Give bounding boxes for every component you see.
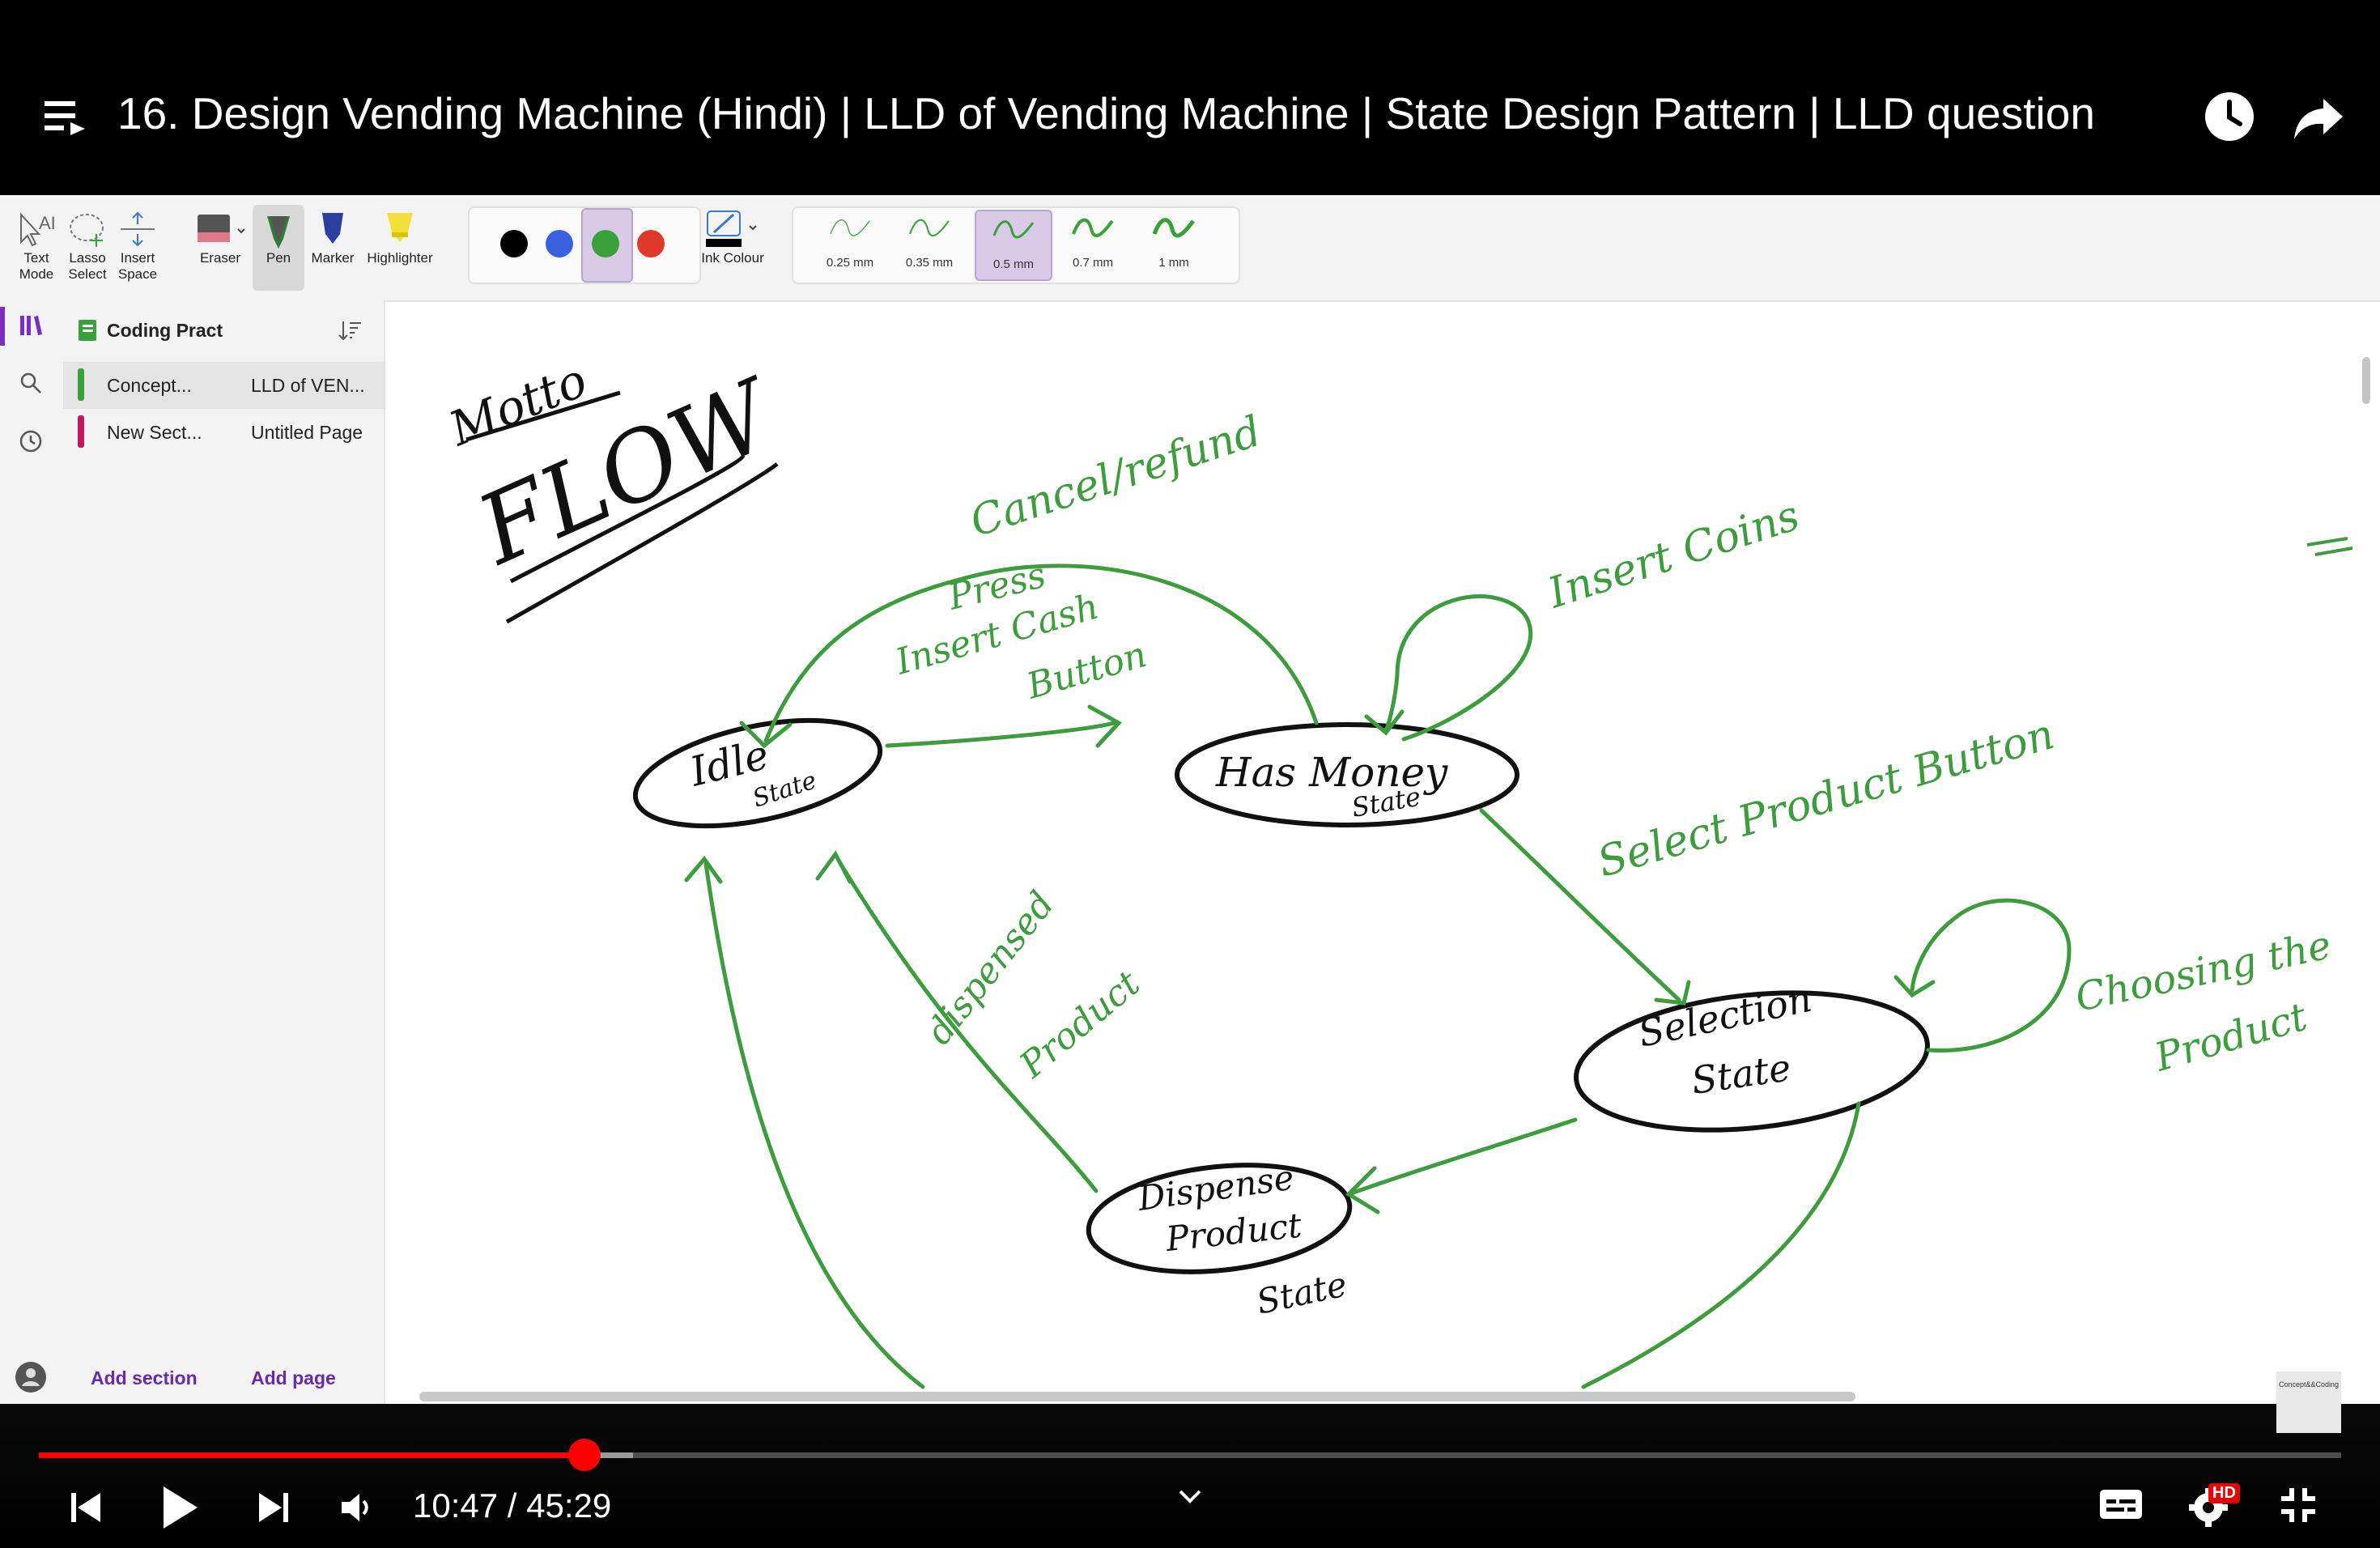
colour-blue[interactable] <box>546 230 573 257</box>
marker-label: Marker <box>311 250 355 266</box>
transition-label: Product <box>2149 994 2313 1081</box>
state-label: Selection <box>1634 976 1815 1056</box>
eraser-label: Eraser <box>199 250 241 266</box>
player-controls <box>0 1404 2380 1548</box>
previous-icon[interactable] <box>68 1490 104 1529</box>
pen-tool[interactable]: Pen <box>253 205 304 291</box>
colour-red[interactable] <box>637 230 665 257</box>
highlighter-label: Highlighter <box>367 250 433 266</box>
next-icon[interactable] <box>256 1490 291 1529</box>
recent-clock-icon[interactable] <box>18 428 44 458</box>
add-page-button[interactable]: Add page <box>251 1367 336 1389</box>
colour-black[interactable] <box>500 230 528 257</box>
svg-text:AI: AI <box>39 213 56 233</box>
playlist-icon[interactable] <box>45 100 87 137</box>
lasso-select-label: Lasso Select <box>68 250 107 282</box>
thickness-option[interactable]: 1 mm <box>1137 210 1211 278</box>
volume-icon[interactable] <box>338 1490 374 1529</box>
thickness-label: 0.5 mm <box>992 257 1034 271</box>
marker-tool[interactable]: Marker <box>306 210 359 266</box>
subtitles-icon[interactable] <box>2098 1486 2144 1526</box>
transition-label: Cancel/refund <box>964 407 1267 546</box>
navigation-icon-rail <box>0 300 65 1404</box>
page-item[interactable]: Untitled Page <box>251 422 363 443</box>
hd-badge: HD <box>2208 1483 2240 1503</box>
handwritten-state-diagram: Motto FLOW Idle State Has Money State Se… <box>441 352 2353 1389</box>
time-total: 45:29 <box>526 1486 612 1525</box>
progress-scrubber[interactable] <box>568 1439 601 1471</box>
section-color-tab <box>78 415 84 448</box>
insert-space-label: Insert Space <box>117 250 158 282</box>
notebooks-icon[interactable] <box>18 312 45 343</box>
sections-pane: Coding Practise Concept... New Sect... A… <box>63 300 269 1404</box>
share-icon[interactable] <box>2293 96 2344 141</box>
vertical-scrollbar[interactable] <box>2362 357 2370 404</box>
thickness-option[interactable]: 0.25 mm <box>813 210 887 278</box>
text-mode-label: Text Mode <box>19 250 54 282</box>
progress-bar[interactable] <box>39 1452 2341 1458</box>
account-icon[interactable] <box>15 1361 47 1397</box>
insert-space-tool[interactable]: Insert Space <box>112 210 164 282</box>
thickness-option[interactable]: 0.7 mm <box>1056 210 1130 278</box>
time-display: 10:47 / 45:29 <box>413 1486 611 1525</box>
notebook-icon <box>76 318 100 347</box>
note-canvas[interactable]: Motto FLOW Idle State Has Money State Se… <box>385 302 2380 1404</box>
channel-watermark[interactable]: Concept&&Coding <box>2276 1372 2341 1433</box>
thickness-label: 0.25 mm <box>826 256 874 270</box>
text-mode-tool[interactable]: AI Text Mode <box>8 210 65 282</box>
chevron-down-icon[interactable] <box>1175 1486 1205 1510</box>
highlighter-tool[interactable]: Highlighter <box>359 210 440 266</box>
section-item[interactable]: New Sect... <box>107 422 202 443</box>
state-label: Has Money <box>1215 749 1448 796</box>
ink-colour-button[interactable]: Ink Colour <box>698 208 767 266</box>
state-label: State <box>1253 1264 1350 1321</box>
thickness-label: 0.7 mm <box>1072 256 1113 270</box>
section-item-selected-bg <box>63 362 223 409</box>
colour-green[interactable] <box>592 230 619 257</box>
transition-label: Product <box>1012 963 1149 1087</box>
pen-label: Pen <box>266 250 291 266</box>
video-title[interactable]: 16. Design Vending Machine (Hindi) | LLD… <box>117 88 2095 138</box>
eraser-tool[interactable]: Eraser <box>188 210 253 266</box>
page-item[interactable]: LLD of VEN... <box>251 375 365 396</box>
selected-indicator <box>0 307 5 346</box>
watch-later-clock-icon[interactable] <box>2204 91 2255 142</box>
draw-ribbon: AI Text Mode Lasso Select Insert Space E… <box>0 195 2380 302</box>
state-label: Product <box>1163 1206 1303 1259</box>
transition-label: Select Product Button <box>1592 710 2059 887</box>
play-icon[interactable] <box>160 1485 201 1534</box>
time-separator: / <box>498 1486 527 1525</box>
add-section-button[interactable]: Add section <box>91 1367 198 1389</box>
section-color-tab <box>78 368 84 401</box>
transition-label: Insert Coins <box>1542 491 1805 619</box>
page-item-selected-bg <box>223 362 384 409</box>
pages-pane: LLD of VEN... Untitled Page Add page <box>223 300 385 1404</box>
sort-icon[interactable] <box>337 318 363 348</box>
thickness-option-selected[interactable]: 0.5 mm <box>975 210 1052 281</box>
thickness-label: 0.35 mm <box>905 256 954 270</box>
transition-label: dispensed <box>918 884 1062 1053</box>
section-item[interactable]: Concept... <box>107 375 192 396</box>
time-current: 10:47 <box>413 1486 499 1525</box>
thickness-label: 1 mm <box>1158 256 1189 270</box>
state-label: State <box>1689 1045 1793 1103</box>
horizontal-scrollbar[interactable] <box>419 1392 1855 1401</box>
lasso-select-tool[interactable]: Lasso Select <box>62 210 113 282</box>
transition-label: Button <box>1022 634 1151 708</box>
onenote-window: AI Text Mode Lasso Select Insert Space E… <box>0 195 2380 1404</box>
thickness-option[interactable]: 0.35 mm <box>892 210 967 278</box>
exit-fullscreen-icon[interactable] <box>2280 1486 2317 1528</box>
video-title-bar <box>0 0 2380 195</box>
progress-played <box>39 1452 585 1458</box>
ink-colour-label: Ink Colour <box>701 250 764 266</box>
search-icon[interactable] <box>18 370 44 400</box>
